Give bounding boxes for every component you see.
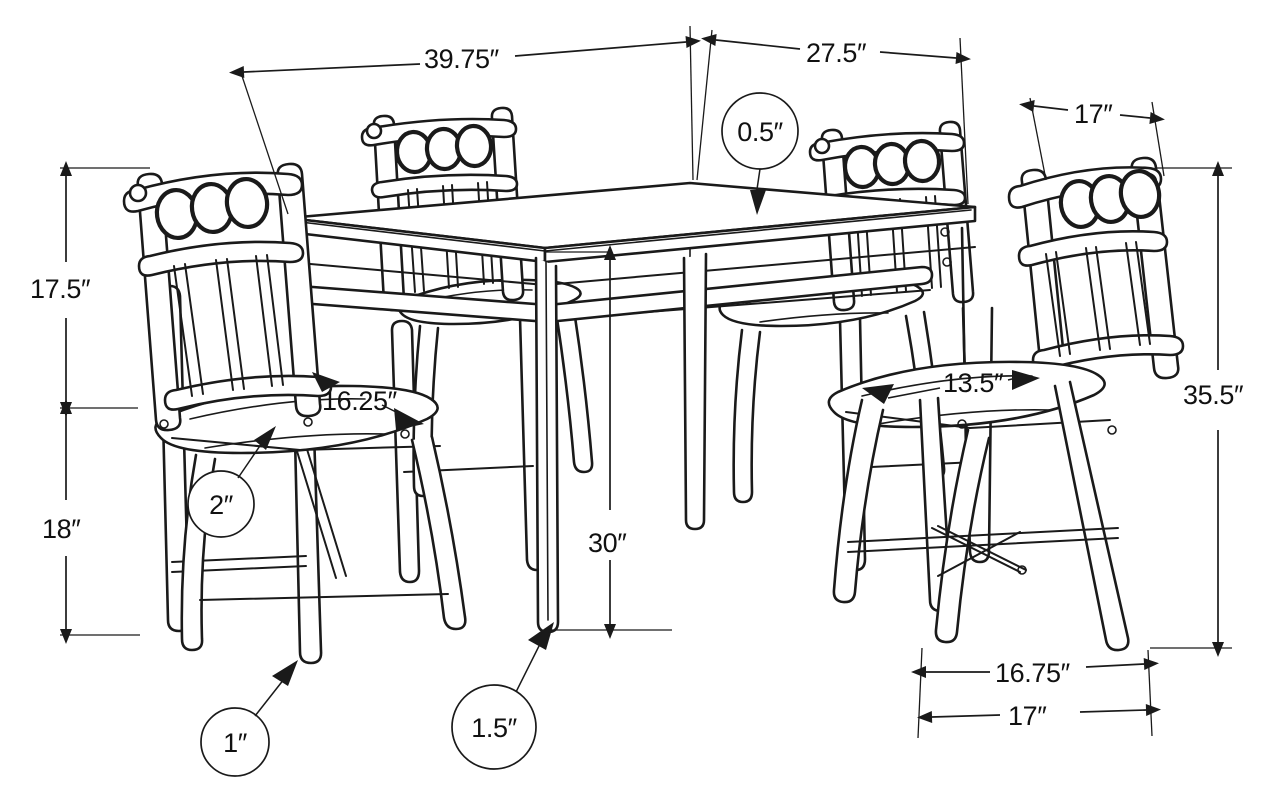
chair-left <box>122 162 467 665</box>
dim-17-feet-label: 17″ <box>1008 701 1047 731</box>
chair-right <box>827 156 1185 652</box>
dim-16-25: 16.25″ <box>312 372 424 430</box>
dim-18: 18″ <box>42 399 140 644</box>
dim-39-75-label: 39.75″ <box>424 44 500 74</box>
callout-2-label: 2″ <box>209 490 234 520</box>
callout-1: 1″ <box>200 660 298 777</box>
dim-13-5-label: 13.5″ <box>943 368 1004 398</box>
arrow-up-right-icon <box>528 622 554 650</box>
arrow-down-right-icon <box>394 408 424 430</box>
dim-30: 30″ <box>545 245 672 639</box>
arrow-left-icon <box>862 384 894 404</box>
dim-18-label: 18″ <box>42 514 81 544</box>
dim-16-75: 16.75″ <box>911 647 1159 739</box>
dim-30-label: 30″ <box>588 528 627 558</box>
dim-16-75-label: 16.75″ <box>995 658 1071 688</box>
arrow-up-right-icon <box>272 660 298 686</box>
dim-17-feet: 17″ <box>917 701 1161 731</box>
callout-2: 2″ <box>187 426 276 538</box>
callout-1-label: 1″ <box>223 728 248 758</box>
arrow-up-left-icon <box>312 372 340 392</box>
callout-0-5-label: 0.5″ <box>737 117 783 147</box>
dim-35-5: 35.5″ <box>1150 161 1244 657</box>
dim-13-5: 13.5″ <box>862 368 1040 404</box>
callout-0-5: 0.5″ <box>721 92 799 215</box>
dim-16-25-label: 16.25″ <box>322 386 398 416</box>
dim-17-back-label: 17″ <box>1074 99 1113 129</box>
callout-1-5: 1.5″ <box>451 622 554 770</box>
dim-17-5-label: 17.5″ <box>30 274 91 304</box>
arrow-up-right-icon <box>254 426 276 450</box>
arrow-right-icon <box>1012 370 1040 390</box>
arrow-down-icon <box>750 190 766 215</box>
dim-35-5-label: 35.5″ <box>1183 380 1244 410</box>
dim-27-5-label: 27.5″ <box>806 38 867 68</box>
dim-27-5: 27.5″ <box>696 29 971 205</box>
dim-39-75: 39.75″ <box>229 25 701 215</box>
callout-1-5-label: 1.5″ <box>471 713 517 743</box>
dim-17-5: 17.5″ <box>30 161 150 417</box>
dim-17-back: 17″ <box>1019 97 1165 181</box>
